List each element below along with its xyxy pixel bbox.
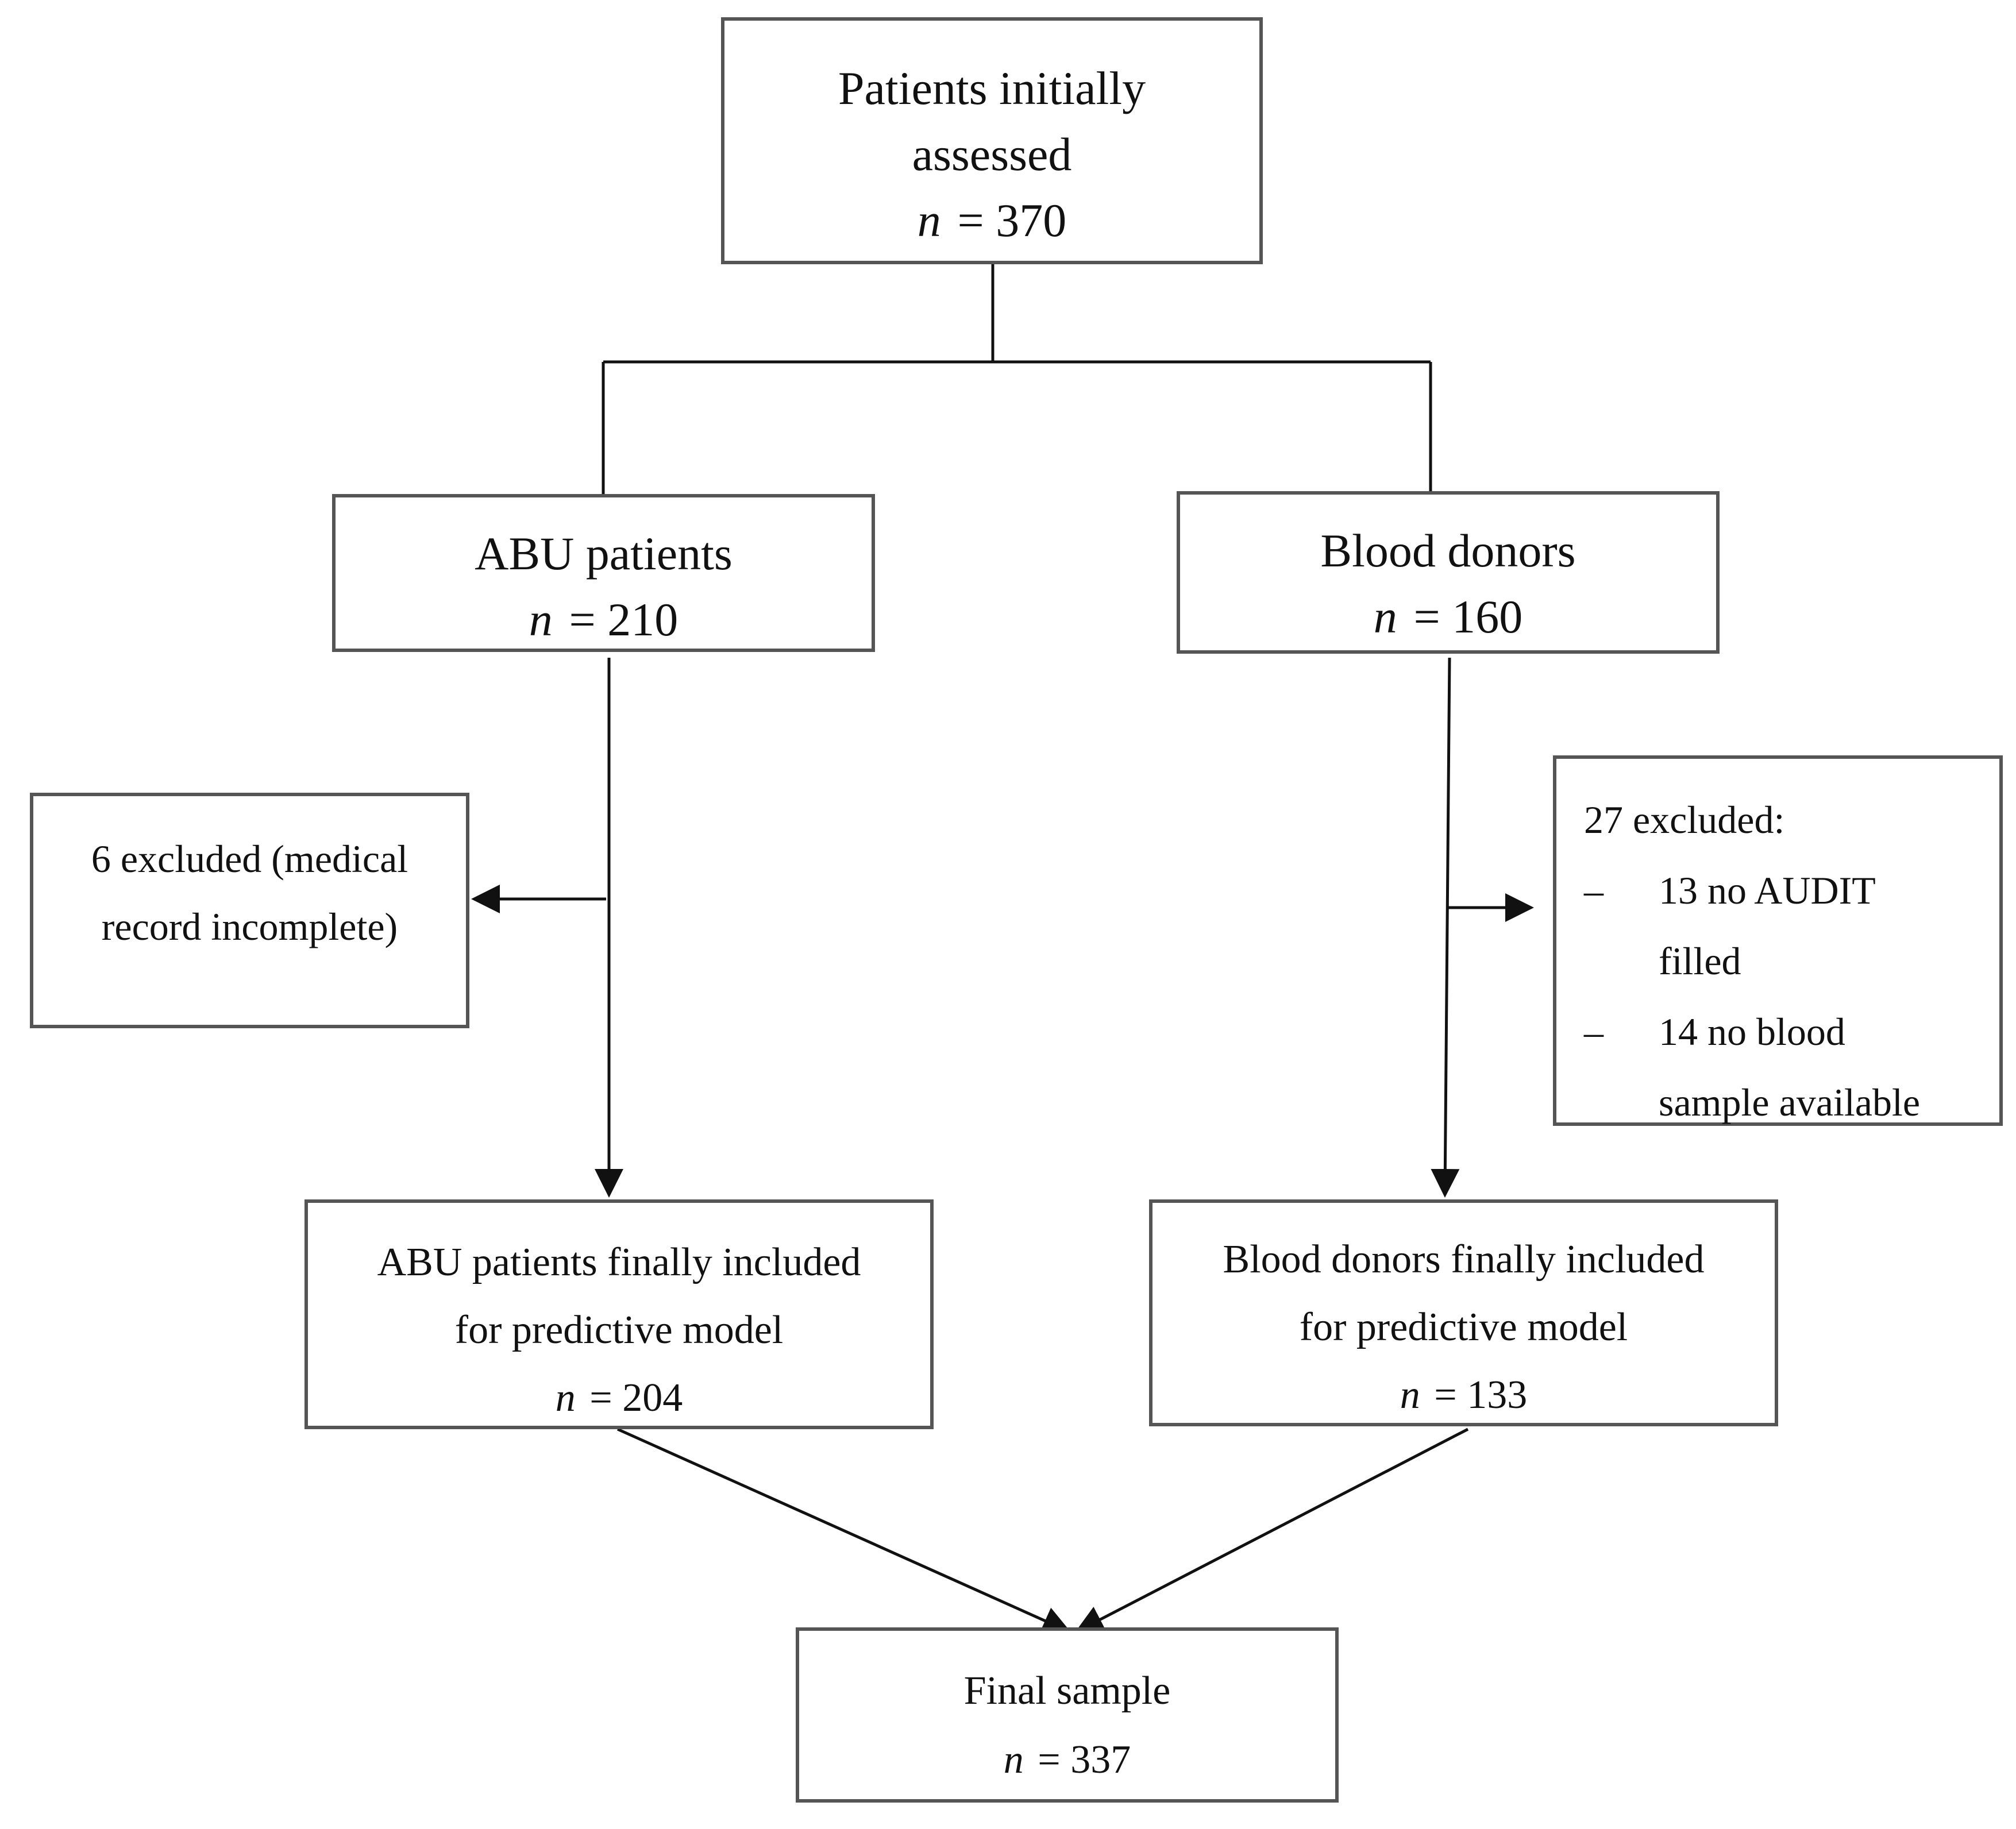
node-abu-patients: ABU patients n = 210 — [332, 494, 875, 652]
count-value: = 204 — [589, 1376, 683, 1420]
count-value: = 160 — [1413, 591, 1523, 643]
node-abu-final-line1: ABU patients finally included — [377, 1240, 861, 1284]
node-donors-excluded-title: 27 excluded: — [1584, 798, 1785, 842]
n-symbol: n — [529, 593, 553, 646]
n-symbol: n — [1400, 1373, 1420, 1417]
n-symbol: n — [917, 194, 941, 246]
node-donors-count: n = 160 — [1374, 584, 1522, 650]
node-initial-count: n = 370 — [918, 187, 1066, 253]
node-abu-excluded-line2: record incomplete) — [101, 905, 398, 948]
node-abu-count: n = 210 — [529, 586, 678, 653]
exclusion-reason-item: – 13 no AUDIT filled — [1584, 855, 1999, 997]
node-patients-initially-assessed: Patients initially assessed n = 370 — [721, 17, 1263, 264]
node-abu-final-line2: for predictive model — [454, 1308, 784, 1352]
node-final-line1: Final sample — [963, 1669, 1171, 1713]
exclusion-reason-line1: 13 no AUDIT — [1659, 869, 1876, 912]
node-abu-excluded-line1: 6 excluded (medical — [91, 837, 408, 881]
exclusion-reason-line1: 14 no blood — [1659, 1010, 1845, 1054]
node-donors-final-line2: for predictive model — [1299, 1305, 1628, 1349]
exclusion-reasons-list: – 13 no AUDIT filled – 14 no blood sampl… — [1584, 855, 1999, 1138]
node-abu-excluded: 6 excluded (medical record incomplete) — [30, 793, 469, 1028]
n-symbol: n — [1373, 591, 1397, 643]
node-donors-final: Blood donors finally included for predic… — [1149, 1199, 1778, 1426]
node-abu-final: ABU patients finally included for predic… — [304, 1199, 934, 1429]
count-value: = 370 — [957, 194, 1067, 246]
node-donors-final-line1: Blood donors finally included — [1223, 1237, 1705, 1282]
list-dash: – — [1584, 1010, 1603, 1054]
node-blood-donors: Blood donors n = 160 — [1177, 491, 1720, 654]
arrow-donors-to-final — [1431, 657, 1460, 1198]
node-donors-final-count: n = 133 — [1400, 1361, 1527, 1429]
node-donors-excluded: 27 excluded: – 13 no AUDIT filled – 14 n… — [1553, 755, 2003, 1126]
arrow-donors-final-to-sample — [1074, 1427, 1469, 1633]
exclusion-reason-line2: sample available — [1659, 1081, 1921, 1124]
list-dash: – — [1584, 869, 1603, 912]
count-value: = 133 — [1434, 1373, 1528, 1417]
n-symbol: n — [1003, 1738, 1024, 1782]
count-value: = 210 — [569, 593, 679, 646]
arrow-abu-final-to-sample — [616, 1427, 1071, 1634]
exclusion-reason-line2: filled — [1659, 939, 1741, 983]
node-initial-line1: Patients initially — [838, 62, 1146, 114]
node-final-count: n = 337 — [1004, 1726, 1131, 1795]
exclusion-reason-item: – 14 no blood sample available — [1584, 997, 1999, 1138]
n-symbol: n — [555, 1376, 576, 1420]
node-final-sample: Final sample n = 337 — [796, 1627, 1339, 1803]
node-abu-final-count: n = 204 — [556, 1364, 683, 1432]
count-value: = 337 — [1038, 1738, 1131, 1782]
node-donors-line1: Blood donors — [1320, 524, 1576, 577]
node-abu-line1: ABU patients — [475, 527, 733, 580]
node-initial-line2: assessed — [912, 128, 1072, 180]
